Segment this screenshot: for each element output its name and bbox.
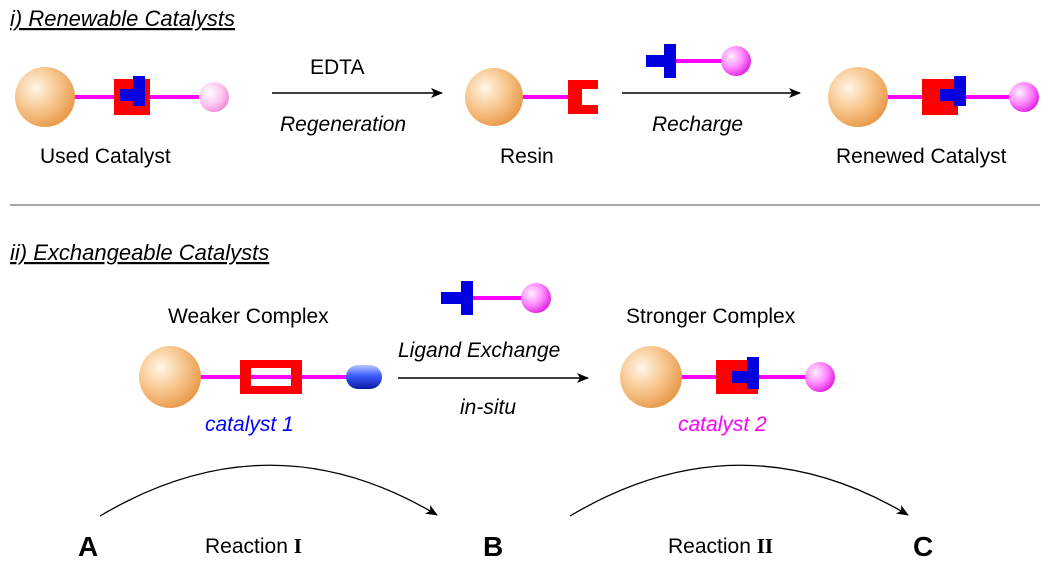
compound-a: A	[78, 531, 98, 562]
reaction-1-numeral: I	[294, 534, 302, 558]
resin-label: Resin	[500, 145, 554, 168]
resin-bead-icon	[15, 67, 75, 127]
recharge-label: Recharge	[652, 113, 743, 136]
used-catalyst	[15, 67, 229, 127]
reaction-2-numeral: II	[757, 534, 773, 558]
reaction-1-text: Reaction	[205, 535, 294, 558]
renewed-catalyst	[828, 67, 1039, 127]
reaction-1-arrow	[99, 464, 438, 517]
reaction-2-label: Reaction II	[668, 534, 773, 558]
ligand-exchange-label: Ligand Exchange	[398, 339, 560, 362]
used-catalyst-label: Used Catalyst	[40, 145, 171, 168]
regeneration-label: Regeneration	[280, 113, 406, 136]
ligand-icon	[441, 292, 467, 304]
reaction-1-label: Reaction I	[205, 534, 302, 558]
compound-b: B	[483, 531, 503, 562]
weak-ligand-icon	[346, 365, 382, 389]
resin-bead-icon	[465, 68, 523, 126]
section2-title: ii) Exchangeable Catalysts	[10, 240, 269, 265]
reaction-2-arrow	[569, 464, 909, 517]
open-chelator-icon	[240, 360, 302, 394]
catalyst-1-label: catalyst 1	[205, 413, 294, 436]
exchange-ligand-reagent	[441, 281, 551, 315]
resin-bead-icon	[828, 67, 888, 127]
tag-ball-icon	[721, 46, 751, 76]
resin-bead-icon	[139, 346, 201, 408]
compound-c: C	[913, 531, 933, 562]
weaker-complex-label: Weaker Complex	[168, 305, 329, 328]
tag-ball-icon	[1009, 82, 1039, 112]
ligand-reagent	[646, 44, 751, 78]
in-situ-label: in-situ	[460, 396, 516, 419]
section1-title: i) Renewable Catalysts	[10, 6, 235, 31]
stronger-complex-label: Stronger Complex	[626, 305, 796, 328]
edta-label: EDTA	[310, 56, 364, 79]
tag-ball-icon	[521, 283, 551, 313]
tag-ball-icon	[199, 82, 229, 112]
resin	[465, 68, 598, 126]
reaction-2-text: Reaction	[668, 535, 757, 558]
empty-chelator-icon	[568, 80, 598, 114]
renewed-catalyst-label: Renewed Catalyst	[836, 145, 1007, 168]
weaker-complex	[139, 346, 382, 408]
resin-bead-icon	[620, 346, 682, 408]
tag-ball-icon	[805, 362, 835, 392]
catalyst-2-label: catalyst 2	[678, 413, 767, 436]
stronger-complex	[620, 346, 835, 408]
